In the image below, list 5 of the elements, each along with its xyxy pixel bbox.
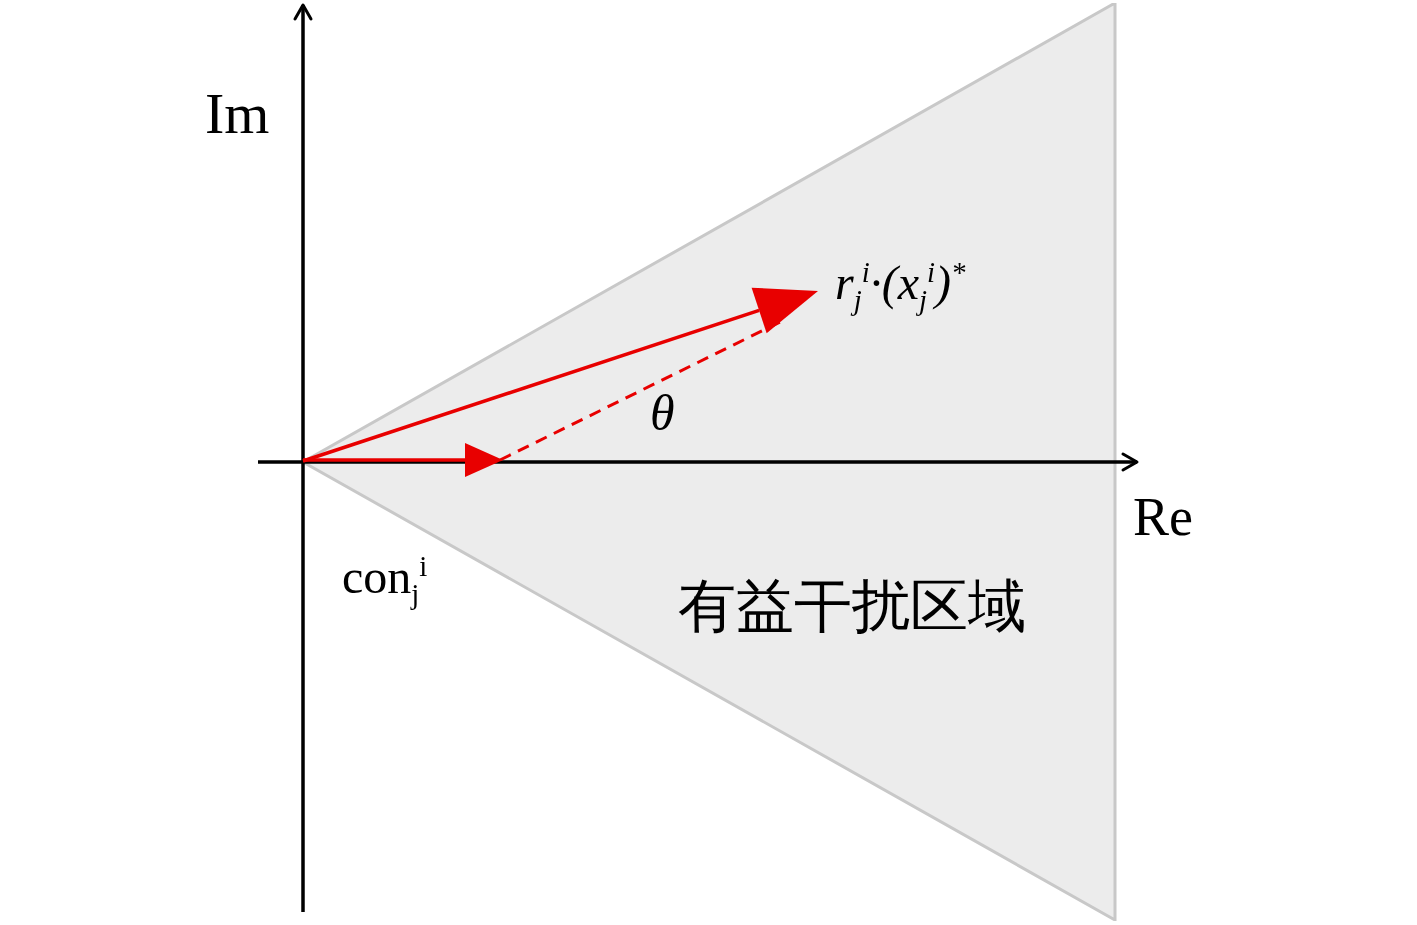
vector-label: r$_{j}$$^{i}$·(x$_{j}$$^{i}$)$^{*}$ — [835, 258, 966, 315]
axis-label: Re — [1133, 490, 1193, 544]
axis-label: Im — [205, 85, 270, 143]
angle-label: θ — [650, 388, 675, 438]
region-label: 有益干扰区域 — [678, 578, 1026, 636]
